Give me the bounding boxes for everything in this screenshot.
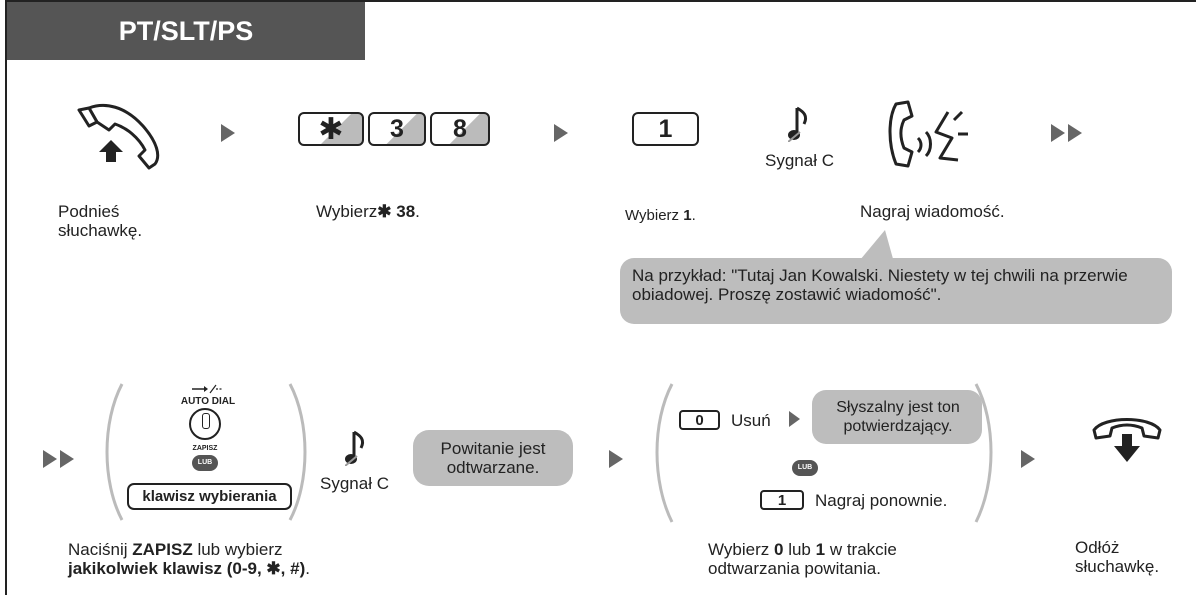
- key-1b-label: 1: [777, 491, 787, 509]
- arrow-3: [609, 450, 623, 468]
- playback-text: Powitanie jest odtwarzane.: [440, 439, 546, 477]
- key-0-label: 0: [695, 411, 704, 429]
- lift-label: Podnieś słuchawkę.: [58, 202, 143, 240]
- lub-badge-1: LUB: [192, 455, 218, 471]
- delete-label: Usuń: [731, 411, 771, 430]
- key-8-label: 8: [453, 114, 467, 143]
- key-3: 3: [368, 112, 426, 146]
- frame-left-border: [5, 0, 7, 595]
- arrow-double-2b: [60, 450, 74, 468]
- key-star: ✱: [298, 112, 364, 146]
- example-bubble: Na przykład: "Tutaj Jan Kowalski. Nieste…: [620, 258, 1172, 324]
- dial-key-label: klawisz wybierania: [142, 488, 277, 505]
- header-tab: PT/SLT/PS: [7, 2, 365, 60]
- confirm-text: Słyszalny jest ton potwierdzający.: [836, 399, 960, 435]
- confirm-bubble: Słyszalny jest ton potwierdzający.: [812, 390, 982, 444]
- playback-bubble: Powitanie jest odtwarzane.: [413, 430, 573, 486]
- options-bracket: [655, 383, 993, 523]
- arrow-double-1b: [1068, 124, 1082, 142]
- dial38-label: Wybierz✱ 38.: [316, 202, 420, 221]
- key-8: 8: [430, 112, 490, 146]
- tone-note-icon-2: [345, 430, 365, 466]
- header-title: PT/SLT/PS: [118, 16, 254, 46]
- frame-top-border: [5, 0, 1196, 2]
- dial-key-box: klawisz wybierania: [127, 483, 292, 510]
- tone-label-2: Sygnał C: [320, 474, 389, 493]
- autodial-button: [189, 408, 221, 440]
- arrow-double-1a: [1051, 124, 1065, 142]
- autodial-arrow-icon: [192, 384, 222, 394]
- key-3-label: 3: [390, 114, 404, 143]
- rerecord-label: Nagraj ponownie.: [815, 491, 948, 510]
- key-0: 0: [679, 410, 720, 430]
- hangup-handset-icon: [1092, 418, 1162, 462]
- arrow-delete: [789, 411, 800, 427]
- arrow-double-2a: [43, 450, 57, 468]
- tone-label-1: Sygnał C: [765, 151, 834, 170]
- record-label: Nagraj wiadomość.: [860, 202, 1005, 221]
- dial1-label: Wybierz 1.: [625, 207, 696, 224]
- hangup-label: Odłóż słuchawkę.: [1075, 538, 1160, 576]
- autodial-bottom-label: ZAPISZ: [192, 445, 218, 452]
- key-star-label: ✱: [318, 112, 344, 146]
- lift-handset-icon: [77, 104, 160, 170]
- key-1: 1: [632, 112, 699, 146]
- autodial-top-label: AUTO DIAL: [180, 396, 236, 407]
- tone-note-icon: [788, 106, 808, 142]
- choose-label: Wybierz 0 lub 1 w trakcie odtwarzania po…: [708, 540, 897, 578]
- key-1-rerecord: 1: [760, 490, 804, 510]
- autodial-button-notch: [202, 413, 210, 429]
- autodial-bracket: [105, 383, 307, 521]
- lub-badge-2: LUB: [792, 460, 818, 476]
- arrow-2: [554, 124, 568, 142]
- key-1-label: 1: [658, 114, 673, 143]
- speaking-handset-icon: [888, 100, 968, 168]
- speech-bubble-tail: [855, 230, 895, 266]
- arrow-4: [1021, 450, 1035, 468]
- example-text: Na przykład: "Tutaj Jan Kowalski. Nieste…: [632, 266, 1128, 304]
- arrow-1: [221, 124, 235, 142]
